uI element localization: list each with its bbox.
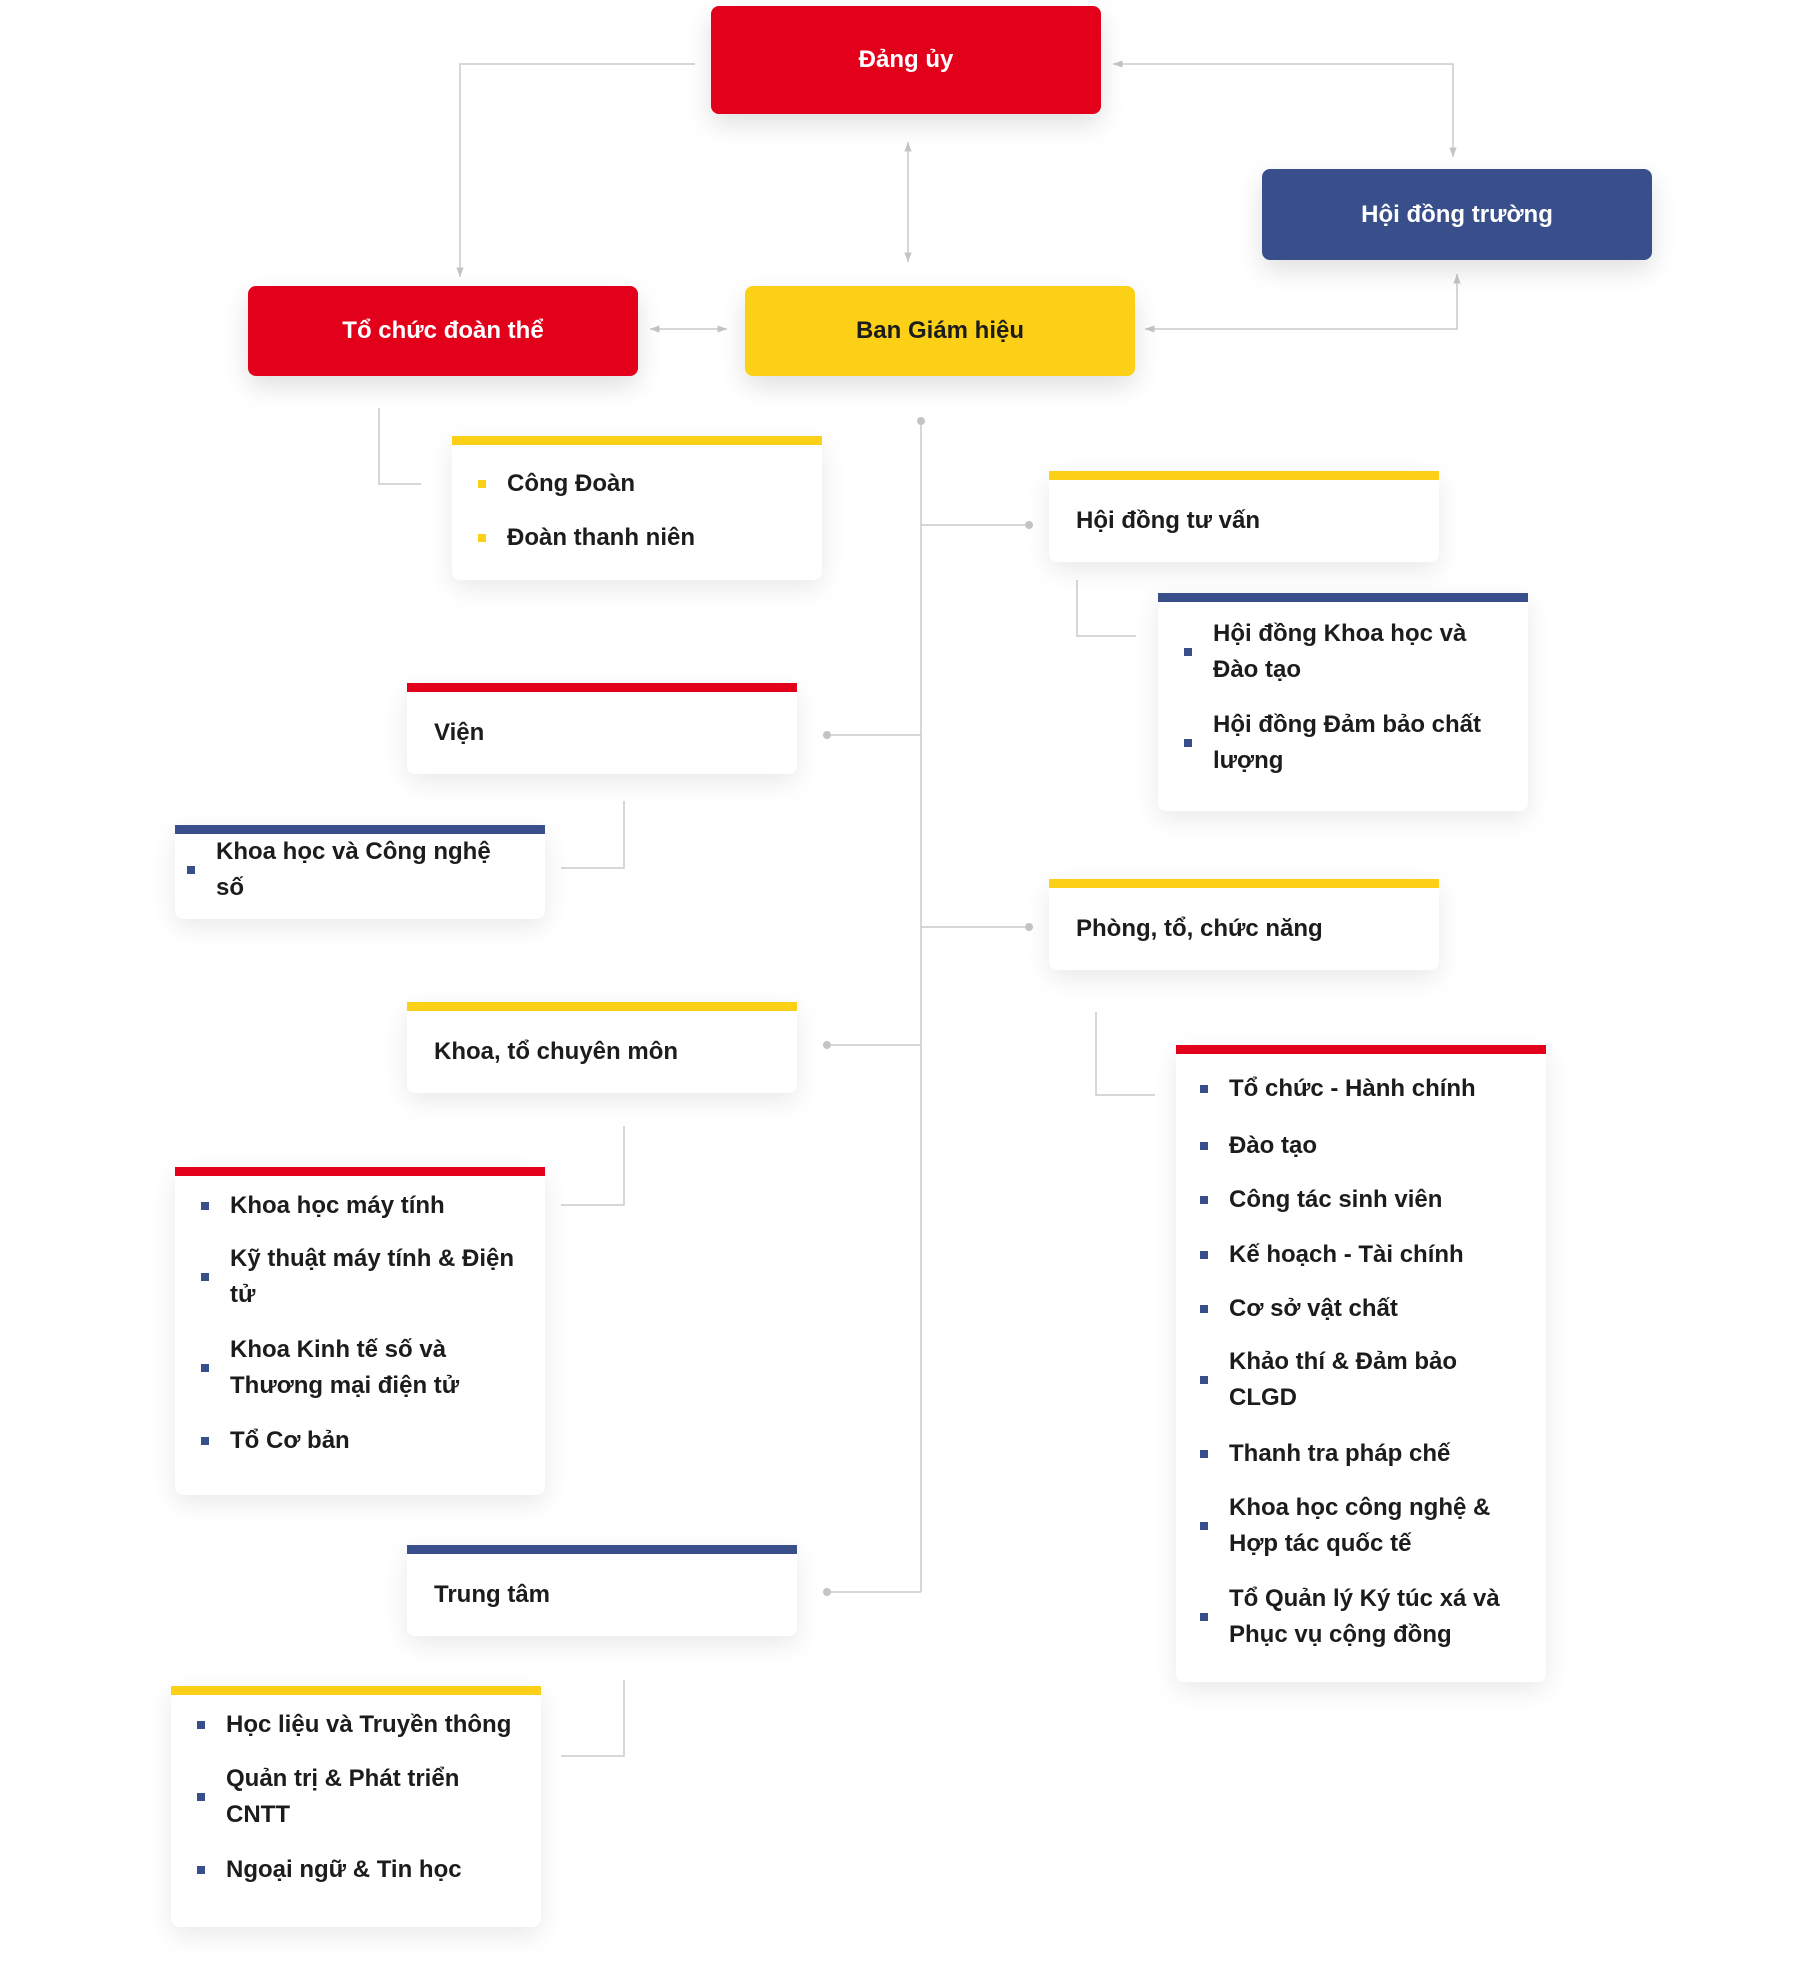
hoi-dong-tu-van-list-card: Hội đồng Khoa học và Đào tạo Hội đồng Đả… (1158, 593, 1528, 811)
khoa-card: Khoa, tổ chuyên môn (407, 1002, 797, 1093)
square-bullet-icon (187, 866, 195, 874)
node-ban-giam-hieu: Ban Giám hiệu (745, 286, 1135, 376)
khoa-list-card: Khoa học máy tính Kỹ thuật máy tính & Đi… (175, 1167, 545, 1495)
vien-title: Viện (434, 719, 485, 746)
list-item: Tổ chức - Hành chính (1200, 1067, 1526, 1111)
list-item: Đoàn thanh niên (478, 516, 802, 560)
connector-phong-list (1095, 1012, 1155, 1096)
list-item: Khoa Kinh tế số và Thương mại điện tử (201, 1328, 525, 1408)
connector-dot (1025, 923, 1033, 931)
list-item: Đào tạo (1200, 1124, 1526, 1168)
list-item: Hội đồng Đảm bảo chất lượng (1184, 703, 1508, 783)
list-item: Khoa học và Công nghệ số (187, 838, 525, 901)
list-item: Kế hoạch - Tài chính (1200, 1233, 1526, 1277)
phong-title: Phòng, tổ, chức năng (1076, 915, 1323, 942)
node-dang-uy-label: Đảng ủy (858, 46, 954, 73)
list-item: Công tác sinh viên (1200, 1178, 1526, 1222)
list-item: Tổ Cơ bản (201, 1419, 525, 1463)
square-bullet-icon (201, 1437, 209, 1445)
square-bullet-icon (197, 1793, 205, 1801)
square-bullet-icon (1200, 1142, 1208, 1150)
square-bullet-icon (1200, 1376, 1208, 1384)
connector-trung-tam-list (561, 1680, 625, 1757)
square-bullet-icon (1200, 1613, 1208, 1621)
vien-card: Viện (407, 683, 797, 774)
list-item: Thanh tra pháp chế (1200, 1432, 1526, 1476)
square-bullet-icon (1200, 1251, 1208, 1259)
square-bullet-icon (1200, 1305, 1208, 1313)
list-item: Ngoại ngữ & Tin học (197, 1848, 521, 1892)
square-bullet-icon (197, 1866, 205, 1874)
connector-dot (823, 1041, 831, 1049)
connector-khoa-list (561, 1126, 625, 1206)
square-bullet-icon (197, 1721, 205, 1729)
list-item: Học liệu và Truyền thông (197, 1703, 521, 1747)
phong-list-card: Tổ chức - Hành chính Đào tạo Công tác si… (1176, 1045, 1546, 1682)
connector-dot (1025, 521, 1033, 529)
connector-dot (823, 1588, 831, 1596)
connector-dot (823, 731, 831, 739)
list-item: Hội đồng Khoa học và Đào tạo (1184, 612, 1508, 692)
trung-tam-title: Trung tâm (434, 1581, 551, 1608)
doan-the-list-card: Công Đoàn Đoàn thanh niên (452, 436, 822, 580)
phong-card: Phòng, tổ, chức năng (1049, 879, 1439, 970)
square-bullet-icon (478, 480, 486, 488)
square-bullet-icon (201, 1364, 209, 1372)
node-ban-giam-hieu-label: Ban Giám hiệu (855, 317, 1025, 344)
connector-doan-the-list (378, 408, 421, 485)
square-bullet-icon (478, 534, 486, 542)
square-bullet-icon (1184, 648, 1192, 656)
node-to-chuc-doan-the: Tổ chức đoàn thể (248, 286, 638, 376)
node-hoi-dong-truong: Hội đồng trường (1262, 169, 1652, 260)
square-bullet-icon (201, 1273, 209, 1281)
square-bullet-icon (1200, 1450, 1208, 1458)
connector-vien-list (561, 801, 625, 869)
list-item: Khoa học công nghệ & Hợp tác quốc tế (1200, 1486, 1526, 1566)
square-bullet-icon (1200, 1196, 1208, 1204)
trung-tam-list-card: Học liệu và Truyền thông Quản trị & Phát… (171, 1686, 541, 1927)
list-item: Công Đoàn (478, 462, 802, 506)
connector-ban-giam-hieu-hoi-dong-truong (1145, 274, 1461, 333)
list-item: Khoa học máy tính (201, 1184, 525, 1228)
list-item: Tổ Quản lý Ký túc xá và Phục vụ cộng đồn… (1200, 1577, 1526, 1657)
square-bullet-icon (1200, 1085, 1208, 1093)
node-to-chuc-doan-the-label: Tổ chức đoàn thể (342, 317, 544, 344)
node-hoi-dong-truong-label: Hội đồng trường (1361, 200, 1553, 228)
connector-tu-van-list (1076, 580, 1136, 637)
connector-dot (917, 417, 925, 425)
list-item: Cơ sở vật chất (1200, 1287, 1526, 1331)
hoi-dong-tu-van-card: Hội đồng tư vấn (1049, 471, 1439, 562)
square-bullet-icon (1184, 739, 1192, 747)
square-bullet-icon (1200, 1522, 1208, 1530)
node-dang-uy: Đảng ủy (711, 6, 1101, 114)
hoi-dong-tu-van-title: Hội đồng tư vấn (1076, 507, 1261, 534)
list-item: Khảo thí & Đảm bảo CLGD (1200, 1340, 1526, 1420)
khoa-title: Khoa, tổ chuyên môn (434, 1038, 679, 1065)
vien-list-card: Khoa học và Công nghệ số (175, 825, 545, 919)
list-item: Kỹ thuật máy tính & Điện tử (201, 1237, 525, 1317)
list-item: Quản trị & Phát triển CNTT (197, 1757, 521, 1837)
connector-dang-uy-hoi-dong-truong (1113, 60, 1457, 157)
connector-dang-uy-doan-the (456, 63, 695, 277)
square-bullet-icon (201, 1202, 209, 1210)
trung-tam-card: Trung tâm (407, 1545, 797, 1636)
